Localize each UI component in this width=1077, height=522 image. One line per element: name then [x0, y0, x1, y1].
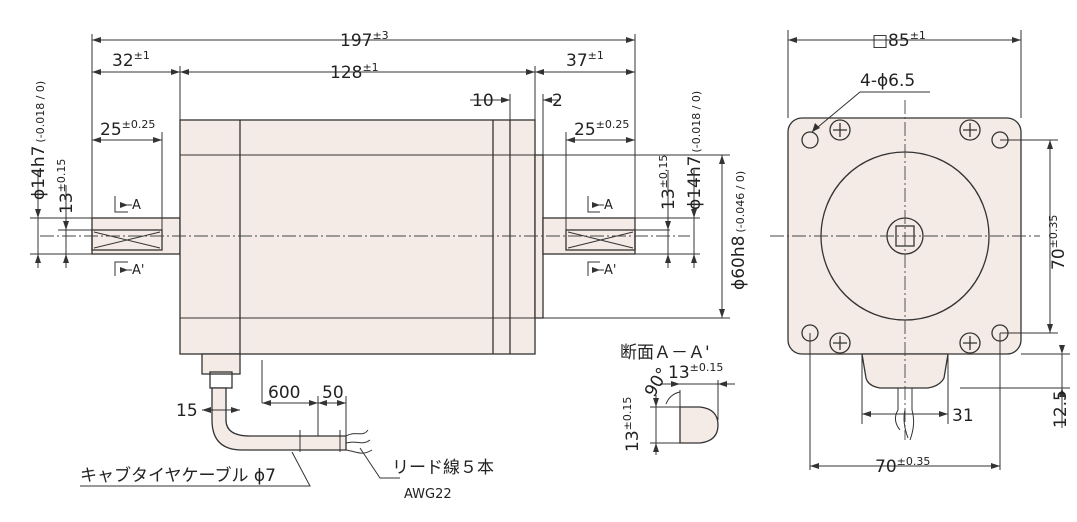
front-shaft-tol: ±1 [134, 49, 150, 62]
flat-depth-rear-tol: ±0.15 [657, 155, 670, 189]
hole-pitch-v-tol: ±0.35 [1047, 215, 1060, 249]
dim-hole-pitch-v: 70±0.35 [1047, 215, 1069, 270]
side-view [30, 34, 730, 487]
shaft-dia-rear-tol: (-0.018 / 0) [690, 91, 703, 153]
front-shaft-value: 32 [112, 51, 134, 71]
pilot-dia-tol: (-0.046 / 0) [734, 171, 747, 233]
dim-strip-length: 50 [322, 383, 344, 403]
shaft-dia-rear-value: ϕ14h7 [685, 156, 705, 210]
dim-flat-rear: 25±0.25 [574, 118, 629, 140]
cut-label-a2-rear: A' [604, 263, 616, 278]
section-title: 断面Ａ－Ａ' [620, 343, 710, 363]
side-view-text: 197±3 32±1 128±1 37±1 25±0.25 25±0.25 10… [29, 29, 749, 502]
dim-rear-shaft: 37±1 [566, 49, 604, 71]
dim-shaft-dia-rear: ϕ14h7 (-0.018 / 0) [685, 91, 705, 210]
dim-front-shaft: 32±1 [112, 49, 150, 71]
section-arrow-4 [718, 381, 727, 387]
leads-label: リード線５本 [392, 458, 494, 478]
overall-length-tol: ±3 [372, 29, 388, 42]
section-view: 断面Ａ－Ａ' 90° 13±0.15 13±0.15 [620, 343, 735, 455]
body-length-tol: ±1 [362, 61, 378, 74]
mount-hole-tl [801, 131, 819, 149]
section-shape [679, 406, 719, 444]
shaft-dia-front-tol: (-0.018 / 0) [34, 81, 47, 143]
dim-hole-pitch-h: 70±0.35 [875, 455, 930, 477]
front-shaft-flat [91, 229, 163, 251]
dim-mount-holes: 4-ϕ6.5 [860, 71, 915, 91]
hole-pitch-h-tol: ±0.35 [897, 455, 931, 468]
dim-flat-depth-rear: 13±0.15 [657, 155, 679, 210]
cable-label: キャブタイヤケーブル ϕ7 [80, 465, 276, 486]
pilot-boss [534, 154, 544, 319]
section-arrow-2 [653, 443, 659, 452]
dim-flat-front: 25±0.25 [100, 118, 155, 140]
dim-pilot-dia: ϕ60h8 (-0.046 / 0) [729, 171, 749, 290]
square-size-value: □85 [872, 31, 910, 51]
square-size-tol: ±1 [910, 29, 926, 42]
section-width-value: 13 [668, 363, 690, 383]
rear-shaft-value: 37 [566, 51, 588, 71]
front-view-text: □85±1 4-ϕ6.5 70±0.35 12.5 31 70±0.35 [860, 29, 1071, 477]
cut-label-a2-front: A' [132, 263, 144, 278]
section-cut-markers [114, 196, 600, 276]
dim-flat-depth-front: 13±0.15 [55, 159, 77, 214]
flat-front-tol: ±0.25 [122, 118, 156, 131]
flat-depth-front-tol: ±0.15 [55, 159, 68, 193]
flat-rear-tol: ±0.25 [596, 118, 630, 131]
cut-label-a-front: A [132, 198, 141, 213]
dim-cable-length: 600 [268, 383, 300, 403]
dim-cable-box-width: 31 [952, 406, 974, 426]
rear-shaft-flat [565, 229, 636, 251]
section-height-dim: 13±0.15 [621, 397, 643, 452]
dim-shaft-dia-front: ϕ14h7 (-0.018 / 0) [29, 81, 49, 200]
hole-pitch-h-value: 70 [875, 457, 897, 477]
front-flat-cross [93, 231, 161, 249]
cable-lead-wires [299, 429, 373, 454]
section-arrow-3 [671, 381, 680, 387]
pilot-dia-value: ϕ60h8 [729, 236, 749, 290]
front-cable-wires [894, 388, 915, 441]
rear-flat-cross [567, 231, 634, 249]
flat-depth-rear-value: 13 [659, 188, 679, 210]
awg-label: AWG22 [404, 487, 452, 502]
flat-depth-front-value: 13 [57, 192, 77, 214]
section-height-tol: ±0.15 [621, 397, 634, 431]
dim-body-length: 128±1 [330, 61, 379, 83]
section-width-tol: ±0.15 [690, 361, 724, 374]
leads-label-leader [359, 447, 400, 479]
shaft-dia-front-value: ϕ14h7 [29, 146, 49, 200]
dim-pilot-gap: 2 [552, 91, 563, 111]
rear-shaft-tol: ±1 [588, 49, 604, 62]
cut-label-a-rear: A [604, 198, 613, 213]
section-height-value: 13 [623, 430, 643, 452]
dim-cable-box-depth: 12.5 [1051, 390, 1071, 428]
front-arrowheads [788, 37, 1065, 469]
hole-pitch-v-value: 70 [1049, 248, 1069, 270]
flat-front-value: 25 [100, 120, 122, 140]
section-angle-arc [665, 391, 681, 405]
side-arrowheads [35, 37, 725, 413]
flat-rear-value: 25 [574, 120, 596, 140]
dim-cable-bend: 15 [176, 401, 198, 421]
body-length-value: 128 [330, 63, 362, 83]
section-width-dim: 13±0.15 [668, 361, 723, 383]
front-view [770, 30, 1070, 470]
cable-label-leader [80, 451, 311, 487]
front-dimension-lines [787, 30, 1070, 470]
dim-overall-length: 197±3 [340, 29, 389, 51]
screw-heads [829, 119, 981, 354]
dim-pilot-length: 10 [472, 91, 494, 111]
dim-square-size: □85±1 [872, 29, 926, 51]
overall-length-value: 197 [340, 31, 372, 51]
cable-gland [201, 353, 241, 375]
section-arrow-1 [653, 398, 659, 407]
